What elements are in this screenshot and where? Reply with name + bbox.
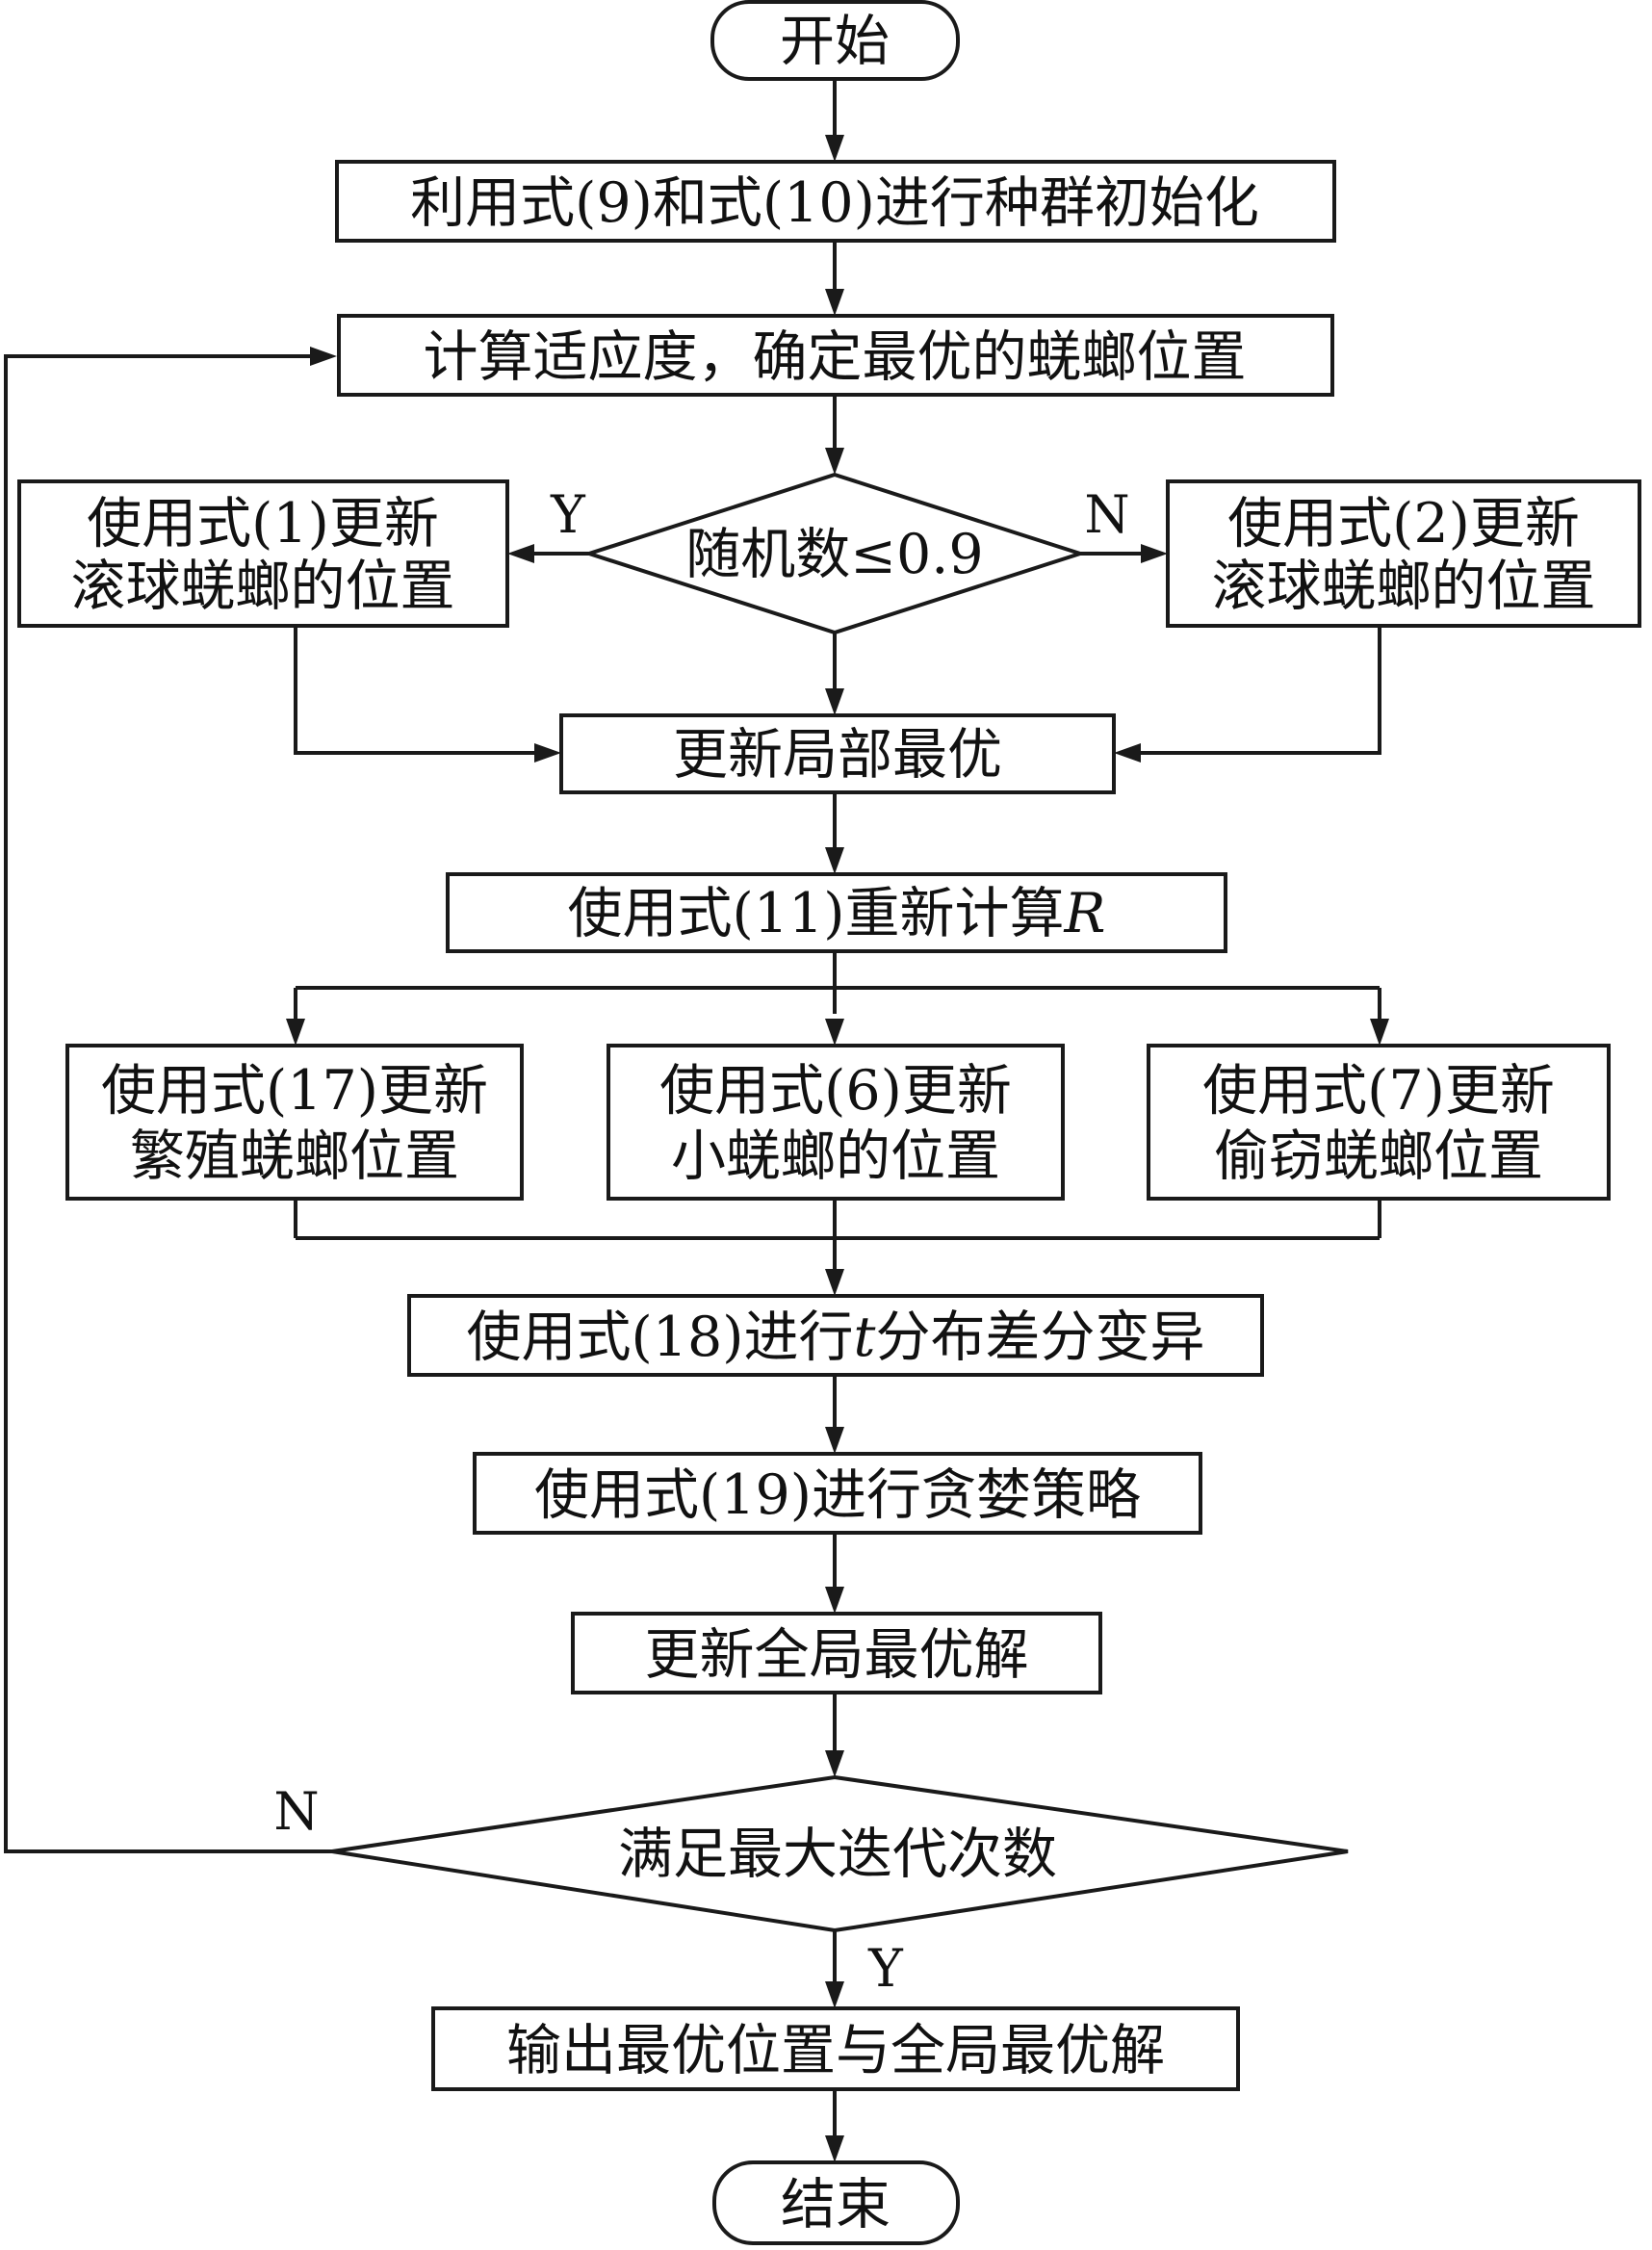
init-label: 利用式(9)和式(10)进行种群初始化: [410, 171, 1259, 235]
recalc-r-prefix: 使用式(11)重新计算: [568, 882, 1065, 945]
local-best-label: 更新局部最优: [673, 723, 1002, 787]
edge-label-random-no: N: [1084, 484, 1129, 545]
start-label: 开始: [780, 10, 890, 73]
arrow-local-recalc: [825, 847, 844, 874]
arrow-start-init: [825, 135, 844, 162]
arrow-decision-local: [825, 688, 844, 715]
arrow-eq2-local: [1114, 743, 1141, 763]
update-eq2-line2: 滚球蜣螂的位置: [1212, 555, 1596, 618]
arrow-iter-loop: [310, 347, 337, 366]
arrow-init-fitness: [825, 289, 844, 316]
arrow-greedy-global: [825, 1587, 844, 1614]
end-label: 结束: [781, 2173, 891, 2237]
update-eq6-line2: 小蜣螂的位置: [671, 1125, 1000, 1188]
init-node: 利用式(9)和式(10)进行种群初始化: [335, 160, 1336, 243]
update-eq1-line1: 使用式(1)更新: [87, 492, 439, 556]
update-eq7-line2: 偷窃蜣螂位置: [1214, 1125, 1543, 1188]
end-node: 结束: [712, 2160, 960, 2245]
recalc-r-label: 使用式(11)重新计算R: [568, 882, 1106, 945]
arrow-merge-mid: [825, 1269, 844, 1296]
edge-eq1-local: [294, 626, 534, 755]
update-eq17-line2: 繁殖蜣螂位置: [130, 1125, 459, 1188]
global-best-node: 更新全局最优解: [571, 1612, 1102, 1694]
arrow-split-right: [1370, 1019, 1389, 1046]
edges: [4, 79, 1389, 2162]
update-eq17-node: 使用式(17)更新 繁殖蜣螂位置: [65, 1044, 524, 1201]
greedy-node: 使用式(19)进行贪婪策略: [473, 1452, 1202, 1535]
t-mutation-suffix: 分布差分变异: [875, 1306, 1204, 1369]
start-node: 开始: [710, 0, 960, 81]
edge-label-iter-no: N: [273, 1781, 319, 1842]
arrow-split-left: [286, 1019, 305, 1046]
update-eq1-line2: 滚球蜣螂的位置: [71, 555, 455, 618]
arrow-mutation-greedy: [825, 1427, 844, 1454]
arrow-global-iter: [825, 1750, 844, 1777]
arrow-eq1-local: [534, 743, 561, 763]
edge-iter-loop: [4, 354, 332, 1853]
arrow-decision-yes: [507, 544, 534, 563]
arrow-output-end: [825, 2135, 844, 2162]
update-eq2-node: 使用式(2)更新 滚球蜣螂的位置: [1166, 479, 1641, 628]
global-best-label: 更新全局最优解: [645, 1623, 1029, 1687]
fitness-node: 计算适应度，确定最优的蜣螂位置: [337, 314, 1334, 397]
output-node: 输出最优位置与全局最优解: [431, 2006, 1240, 2091]
arrow-iter-output: [825, 1981, 844, 2008]
edge-label-random-yes: Y: [550, 484, 586, 545]
edge-eq2-local: [1141, 626, 1381, 755]
t-mutation-node: 使用式(18)进行t分布差分变异: [407, 1294, 1264, 1377]
update-eq2-line1: 使用式(2)更新: [1227, 492, 1580, 556]
update-eq6-line1: 使用式(6)更新: [659, 1059, 1012, 1123]
update-eq6-node: 使用式(6)更新 小蜣螂的位置: [607, 1044, 1065, 1201]
recalc-r-node: 使用式(11)重新计算R: [446, 872, 1227, 953]
local-best-node: 更新局部最优: [559, 713, 1116, 794]
greedy-label: 使用式(19)进行贪婪策略: [534, 1463, 1141, 1527]
output-label: 输出最优位置与全局最优解: [506, 2019, 1165, 2082]
decision-random-label: 随机数≤0.9: [685, 523, 983, 586]
decision-iter-label: 满足最大迭代次数: [618, 1823, 1057, 1886]
t-mutation-prefix: 使用式(18)进行: [467, 1306, 854, 1369]
arrow-decision-no: [1141, 544, 1168, 563]
arrow-fitness-decision: [825, 448, 844, 475]
decision-iter-node: 满足最大迭代次数: [331, 1774, 1349, 1933]
recalc-r-italic: R: [1064, 882, 1106, 945]
update-eq7-node: 使用式(7)更新 偷窃蜣螂位置: [1147, 1044, 1611, 1201]
update-eq17-line1: 使用式(17)更新: [101, 1059, 488, 1123]
t-mutation-label: 使用式(18)进行t分布差分变异: [467, 1306, 1205, 1369]
decision-random-node: 随机数≤0.9: [582, 472, 1087, 635]
fitness-label: 计算适应度，确定最优的蜣螂位置: [424, 325, 1247, 389]
arrow-split-mid: [825, 1019, 844, 1046]
update-eq7-line1: 使用式(7)更新: [1202, 1059, 1555, 1123]
t-mutation-italic: t: [854, 1306, 876, 1369]
edge-label-iter-yes: Y: [867, 1938, 904, 1999]
update-eq1-node: 使用式(1)更新 滚球蜣螂的位置: [17, 479, 509, 628]
